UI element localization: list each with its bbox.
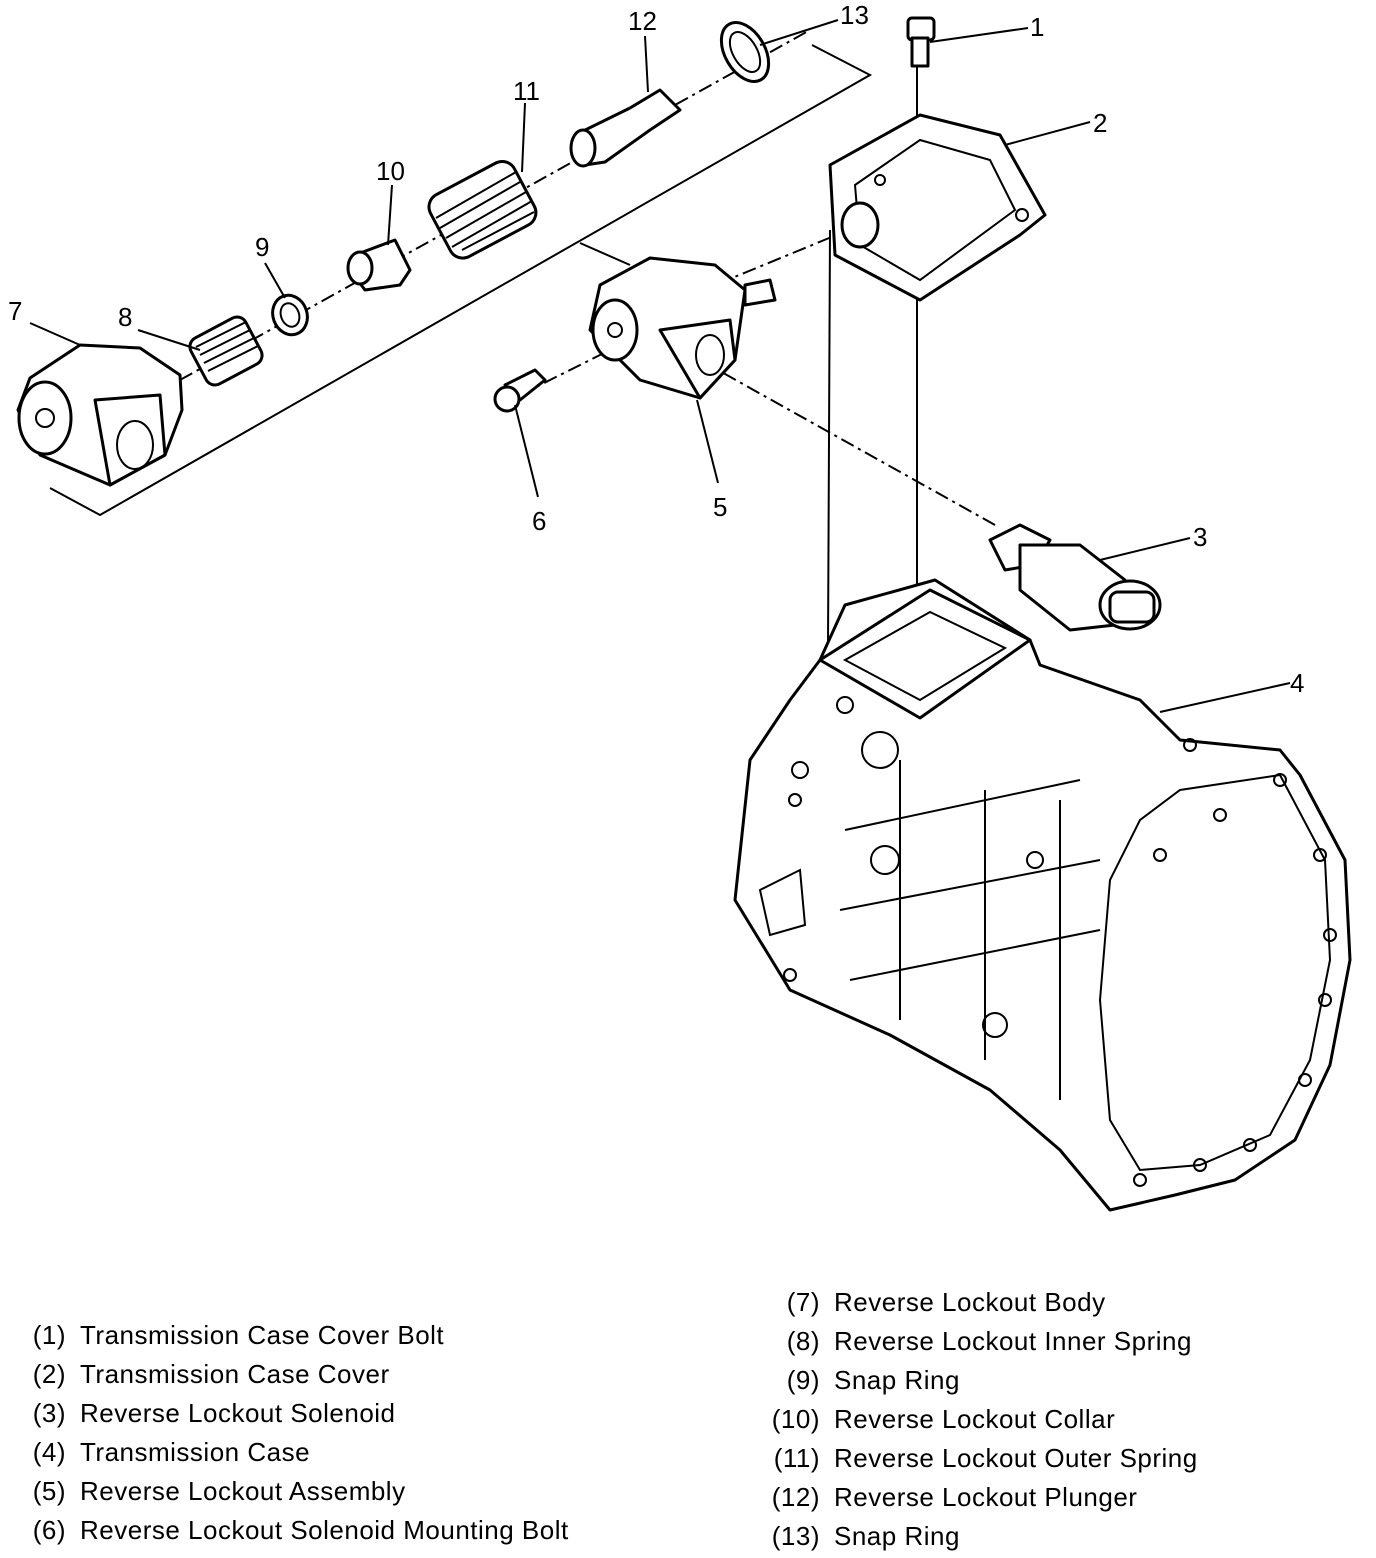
- legend-number: (12): [771, 1482, 820, 1512]
- callout-13: 13: [840, 0, 869, 30]
- legend-label: Snap Ring: [834, 1365, 960, 1395]
- lockout-plunger: [569, 88, 682, 168]
- legend-item: (13) Snap Ring: [760, 1517, 1198, 1556]
- callout-11: 11: [513, 76, 540, 106]
- legend-label: Transmission Case: [80, 1437, 311, 1467]
- transmission-case: [733, 578, 1352, 1212]
- legend-label: Reverse Lockout Collar: [834, 1404, 1116, 1434]
- legend-number: (10): [771, 1404, 820, 1434]
- lockout-collar: [346, 238, 412, 292]
- legend-number: (9): [786, 1365, 820, 1395]
- legend-left: (1) Transmission Case Cover Bolt (2) Trans…: [26, 1316, 569, 1550]
- callout-3: 3: [1193, 522, 1207, 552]
- legend-item: (8) Reverse Lockout Inner Spring: [760, 1322, 1198, 1361]
- legend-number: (2): [32, 1359, 66, 1389]
- callout-2: 2: [1093, 108, 1107, 138]
- case-cover-bolt: [906, 16, 936, 68]
- legend-number: (11): [773, 1443, 820, 1473]
- legend-right: (7) Reverse Lockout Body (8) Reverse Locko…: [760, 1283, 1198, 1556]
- callout-4: 4: [1290, 668, 1304, 698]
- legend-item: (9) Snap Ring: [760, 1361, 1198, 1400]
- legend-item: (12) Reverse Lockout Plunger: [760, 1478, 1198, 1517]
- callout-9: 9: [255, 232, 269, 262]
- legend-label: Reverse Lockout Body: [834, 1287, 1106, 1317]
- legend-item: (6) Reverse Lockout Solenoid Mounting Bol…: [26, 1511, 569, 1550]
- legend-number: (3): [32, 1398, 66, 1428]
- callout-7: 7: [8, 296, 22, 326]
- legend-item: (11) Reverse Lockout Outer Spring: [760, 1439, 1198, 1478]
- legend-item: (7) Reverse Lockout Body: [760, 1283, 1198, 1322]
- legend-label: Reverse Lockout Inner Spring: [834, 1326, 1192, 1356]
- legend-number: (13): [771, 1521, 820, 1551]
- reverse-lockout-solenoid: [988, 523, 1162, 632]
- legend-item: (5) Reverse Lockout Assembly: [26, 1472, 569, 1511]
- legend-number: (5): [32, 1476, 66, 1506]
- snap-ring-13: [719, 21, 771, 83]
- legend-label: Reverse Lockout Solenoid Mounting Bolt: [80, 1515, 569, 1545]
- leader-lines: [29, 19, 1291, 713]
- exploded-parts-diagram: 1 2 3 4 5 6 7 8 9 10 11 12 13: [8, 0, 1352, 1212]
- reverse-lockout-assembly: [588, 256, 777, 400]
- callout-10: 10: [376, 156, 405, 186]
- solenoid-mounting-bolt: [493, 368, 547, 413]
- legend-label: Reverse Lockout Solenoid: [80, 1398, 396, 1428]
- explode-bracket: [49, 44, 873, 517]
- legend-number: (7): [786, 1287, 820, 1317]
- legend-label: Transmission Case Cover: [80, 1359, 390, 1389]
- legend-label: Snap Ring: [834, 1521, 960, 1551]
- transmission-case-cover: [828, 113, 1047, 302]
- legend-number: (6): [32, 1515, 66, 1545]
- reverse-lockout-body: [16, 343, 184, 487]
- callout-1: 1: [1030, 12, 1044, 42]
- legend-number: (1): [32, 1320, 66, 1350]
- legend-label: Reverse Lockout Plunger: [834, 1482, 1138, 1512]
- snap-ring-9: [271, 293, 309, 337]
- callout-5: 5: [713, 492, 727, 522]
- inner-spring: [188, 315, 264, 387]
- legend-label: Transmission Case Cover Bolt: [80, 1320, 445, 1350]
- callout-6: 6: [532, 506, 546, 536]
- legend-number: (8): [786, 1326, 820, 1356]
- callout-8: 8: [118, 302, 132, 332]
- legend-number: (4): [32, 1437, 66, 1467]
- legend-item: (1) Transmission Case Cover Bolt: [26, 1316, 569, 1355]
- legend-label: Reverse Lockout Assembly: [80, 1476, 406, 1506]
- callout-12: 12: [628, 6, 657, 36]
- legend-item: (2) Transmission Case Cover: [26, 1355, 569, 1394]
- legend-item: (10) Reverse Lockout Collar: [760, 1400, 1198, 1439]
- outer-spring: [427, 159, 538, 260]
- legend-item: (3) Reverse Lockout Solenoid: [26, 1394, 569, 1433]
- legend-label: Reverse Lockout Outer Spring: [834, 1443, 1198, 1473]
- legend-item: (4) Transmission Case: [26, 1433, 569, 1472]
